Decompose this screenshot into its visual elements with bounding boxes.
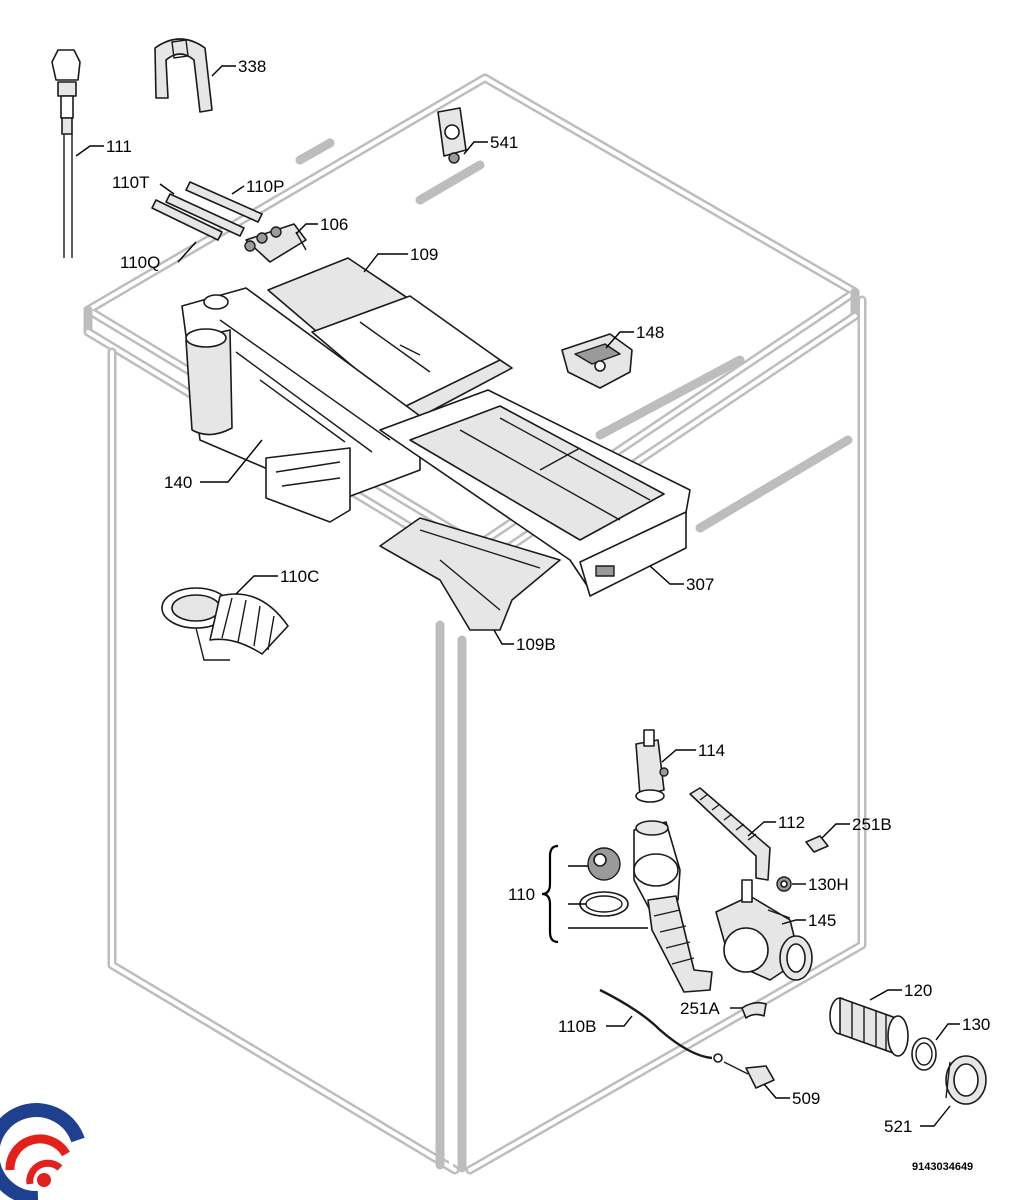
label-110P: 110P [246, 177, 284, 196]
clip-251B [805, 835, 829, 853]
drain-hose-112 [689, 787, 771, 881]
label-509: 509 [792, 1089, 820, 1108]
label-109B: 109B [516, 635, 556, 654]
cabinet-outline [83, 73, 867, 1175]
document-number: 9143034649 [912, 1161, 973, 1173]
label-145: 145 [808, 911, 836, 930]
clip-251A [741, 1001, 767, 1019]
label-148: 148 [636, 323, 664, 342]
label-521: 521 [884, 1117, 912, 1136]
label-140: 140 [164, 473, 192, 492]
label-106: 106 [320, 215, 348, 234]
label-541: 541 [490, 133, 518, 152]
sump-hose-110 [579, 820, 713, 993]
water-valve-106 [244, 223, 307, 263]
part-148 [561, 333, 633, 389]
label-110B: 110B [558, 1017, 596, 1036]
air-chamber-114 [635, 729, 669, 803]
label-251B: 251B [852, 815, 892, 834]
part-541 [437, 107, 467, 164]
brand-logo-icon [0, 1103, 85, 1200]
dispenser-assembly [181, 257, 691, 631]
drain-pump-145 [715, 879, 813, 981]
label-120: 120 [904, 981, 932, 1000]
plug-509 [723, 1061, 775, 1089]
label-110T: 110T [112, 173, 150, 192]
leader-lines [75, 65, 960, 1127]
label-110: 110 [508, 885, 535, 904]
filter-120 [829, 997, 909, 1057]
label-251A: 251A [680, 999, 720, 1018]
label-110Q: 110Q [120, 253, 160, 272]
tubes-110 [151, 181, 263, 241]
label-338: 338 [238, 57, 266, 76]
label-114: 114 [698, 741, 725, 760]
label-130: 130 [962, 1015, 990, 1034]
seal-ring-130 [911, 1037, 937, 1071]
inlet-hose-111 [51, 49, 81, 258]
label-110C: 110C [280, 567, 319, 586]
bellows-110C [161, 587, 289, 661]
group-brace-110 [541, 844, 559, 944]
filter-cap-521 [945, 1055, 987, 1105]
tube-110B [599, 988, 723, 1063]
label-112: 112 [778, 813, 805, 832]
part-labels: 338 541 111 110T 110P 106 109 110Q 148 1… [106, 57, 990, 1136]
label-111: 111 [106, 137, 132, 156]
label-307: 307 [686, 575, 714, 594]
grommet-130H [776, 876, 792, 892]
hose-bracket-338 [154, 38, 213, 113]
label-109: 109 [410, 245, 438, 264]
label-130H: 130H [808, 875, 849, 894]
